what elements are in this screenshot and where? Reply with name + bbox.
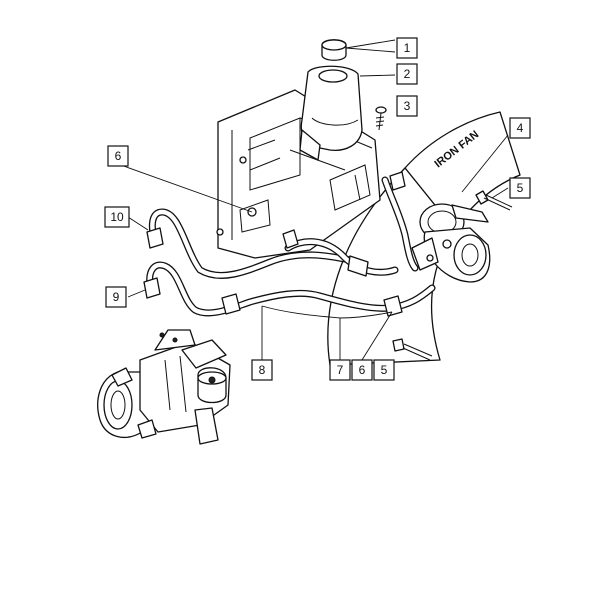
callout-2: 2: [396, 63, 418, 85]
svg-text:7: 7: [337, 363, 344, 377]
svg-text:5: 5: [517, 181, 524, 195]
pump-bolt-lower: [392, 338, 433, 361]
steering-gear: [97, 329, 231, 445]
callout-6-lower: 6: [351, 359, 373, 381]
callout-3: 3: [396, 95, 418, 117]
svg-text:6: 6: [115, 149, 122, 163]
svg-text:1: 1: [404, 41, 411, 55]
return-hose-lower: [284, 238, 399, 276]
hose-connector-lower: [143, 277, 161, 299]
callout-6-upper: 6: [107, 145, 129, 167]
callout-4: 4: [509, 117, 531, 139]
callout-9: 9: [105, 286, 127, 308]
hose-fitting-center: [221, 255, 403, 317]
svg-text:3: 3: [404, 99, 411, 113]
reservoir-feed-hose: [381, 176, 419, 272]
callout-1: 1: [396, 37, 418, 59]
power-steering-pump: [411, 203, 491, 283]
callout-7: 7: [329, 359, 351, 381]
svg-text:4: 4: [517, 121, 524, 135]
reservoir-screw: [375, 106, 387, 131]
hose-connector-upper: [146, 227, 164, 249]
callout-5-upper: 5: [509, 177, 531, 199]
reservoir-cap: [321, 39, 347, 61]
pump-bolt-upper: [475, 190, 513, 211]
hose-clamp: [247, 171, 406, 249]
svg-text:2: 2: [404, 67, 411, 81]
svg-text:8: 8: [259, 363, 266, 377]
leader-lines: [117, 39, 509, 361]
fluid-reservoir: [299, 65, 363, 161]
svg-text:10: 10: [110, 210, 124, 224]
svg-text:9: 9: [113, 290, 120, 304]
callout-8: 8: [251, 359, 273, 381]
return-hose-upper: [148, 208, 354, 279]
callout-5-lower: 5: [373, 359, 395, 381]
callout-10: 10: [104, 206, 130, 228]
svg-text:6: 6: [359, 363, 366, 377]
svg-text:5: 5: [381, 363, 388, 377]
